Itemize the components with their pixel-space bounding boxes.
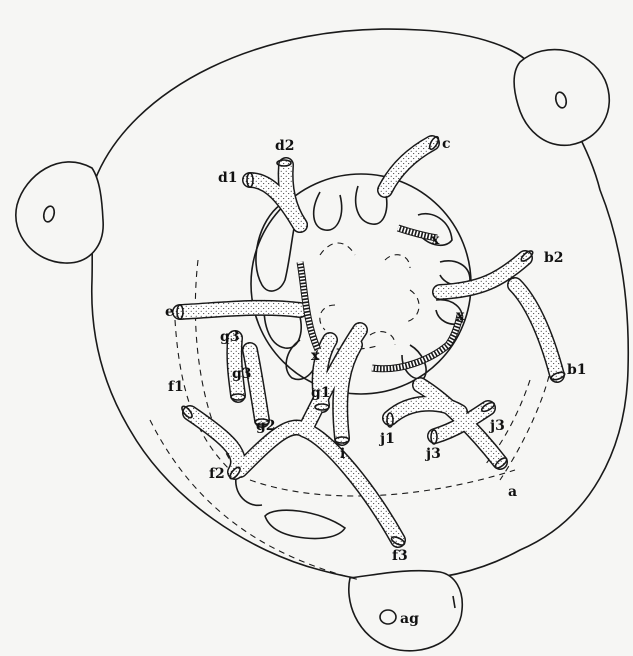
label-j3-right: j3 (488, 418, 505, 434)
label-b1: b1 (567, 362, 587, 378)
label-c: c (442, 136, 451, 152)
label-g3-lower: g3 (232, 366, 252, 382)
dashed-circle-4 (405, 290, 419, 322)
label-j1: j1 (378, 431, 395, 447)
label-g3-upper: g3 (220, 329, 240, 345)
label-x-left: x (311, 348, 320, 364)
right-gland-outline (514, 50, 609, 146)
dashed-line-4 (250, 470, 515, 496)
lower-inner-lobe (265, 510, 345, 538)
label-f3: f3 (392, 548, 408, 564)
dashed-circle-2 (385, 255, 410, 268)
label-e: e (165, 304, 174, 320)
label-d1: d1 (218, 170, 238, 186)
dashed-circle-5 (370, 332, 395, 345)
label-f2: f2 (209, 466, 225, 482)
label-a: a (508, 484, 517, 500)
label-g2: g2 (256, 418, 276, 434)
label-b2: b2 (544, 250, 564, 266)
label-f1: f1 (168, 379, 184, 395)
dashed-circle-1 (320, 243, 355, 255)
dashed-circle-3 (320, 305, 335, 330)
label-i: i (340, 446, 345, 462)
label-d2: d2 (275, 138, 295, 154)
label-x-right: x (456, 308, 465, 324)
label-j3-lower: j3 (424, 446, 441, 462)
label-g1: g1 (311, 385, 331, 401)
label-x-top: x (431, 232, 440, 248)
label-ag: ag (400, 611, 419, 627)
left-gland-outline (16, 162, 103, 263)
